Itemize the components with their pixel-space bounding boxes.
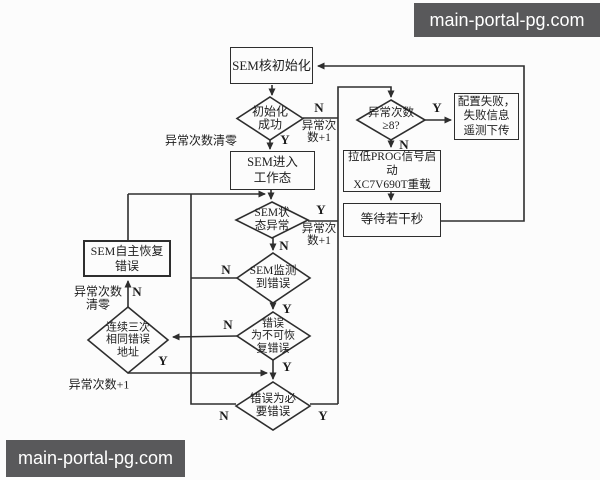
label-inc-count-left: 异常次数+1 [68, 377, 130, 392]
decision-unrecoverable-label: 错误 为不可恢 复错误 [251, 317, 295, 355]
label-three-n: N [132, 284, 142, 300]
node-sem-enter-work: SEM进入 工作态 [230, 151, 315, 190]
label-detect-y: Y [282, 301, 292, 317]
node-wait-seconds: 等待若干秒 [343, 203, 441, 237]
node-sem-core-init: SEM核初始化 [230, 47, 313, 84]
label-necessary-y: Y [318, 408, 328, 424]
label-three-y: Y [158, 353, 168, 369]
edge-wait-to-init-feedback [317, 62, 525, 222]
decision-anomaly-ge8-shape [355, 99, 427, 141]
label-ge8-n: N [399, 137, 409, 153]
decision-three-same-addr-label: 连续三次 相同错误 地址 [106, 321, 150, 359]
label-status-n: N [279, 238, 289, 254]
decision-init-success-label: 初始化 成功 [251, 104, 289, 132]
label-init-n: N [314, 100, 324, 116]
label-ge8-y: Y [432, 100, 442, 116]
decision-necessary-error-shape [234, 381, 312, 431]
label-unrec-y: Y [282, 359, 292, 375]
label-clear-count-top: 异常次数清零 [164, 133, 238, 148]
watermark-top-right: main-portal-pg.com [414, 3, 600, 37]
edge-trunk-to-ge8 [337, 86, 395, 404]
edge-necessary-n-return [190, 194, 236, 405]
edge-unrec-n [172, 333, 238, 341]
decision-detect-error-shape [235, 252, 312, 304]
decision-necessary-error-label: 错误为必 要错误 [250, 393, 296, 418]
label-clear-count-left: 异常次数 清零 [73, 284, 123, 311]
decision-three-same-addr-shape [86, 305, 170, 375]
node-pull-prog-reload: 拉低PROG信号启动 XC7V690T重载 [343, 150, 441, 192]
decision-unrecoverable-shape [235, 311, 312, 361]
decision-anomaly-ge8-label: 异常次数 ≥8? [368, 107, 414, 132]
node-config-fail: 配置失败， 失败信息 遥测下传 [454, 93, 519, 140]
watermark-bottom-left: main-portal-pg.com [6, 440, 185, 477]
decision-status-abnormal-label: SEM状 态异常 [254, 207, 290, 232]
label-inc-count-init: 异常次 数+1 [301, 119, 337, 144]
label-unrec-n: N [223, 317, 233, 333]
label-necessary-n: N [219, 408, 229, 424]
decision-detect-error-label: SEM监测 到错误 [249, 265, 297, 290]
label-status-y: Y [316, 202, 326, 218]
label-init-y: Y [280, 132, 290, 148]
decision-init-success-shape [235, 96, 305, 141]
label-inc-count-status: 异常次 数+1 [301, 222, 337, 247]
node-sem-self-recover: SEM自主恢复 错误 [83, 240, 171, 277]
decision-status-abnormal-shape [234, 201, 310, 239]
label-detect-n: N [221, 262, 231, 278]
